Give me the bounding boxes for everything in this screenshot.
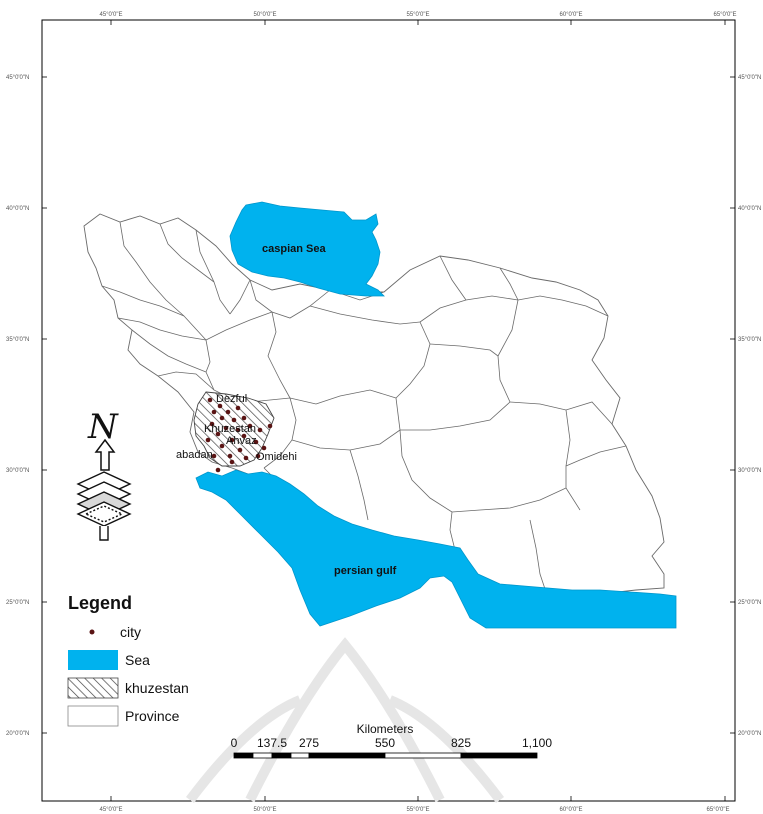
city-label-ahvaz: Ahvaz	[226, 435, 257, 447]
lon-label-bottom: 50°0'0"E	[253, 807, 276, 813]
lat-label-left: 30°0'0"N	[6, 468, 29, 474]
legend-label-khuzestan: khuzestan	[125, 680, 189, 696]
lon-label-top: 45°0'0"E	[99, 12, 122, 18]
city-label-abadan: abadan	[176, 449, 213, 461]
legend-sea-symbol	[68, 650, 118, 670]
lat-label-left: 40°0'0"N	[6, 206, 29, 212]
caspian-sea-label: caspian Sea	[262, 243, 326, 255]
lon-label-top: 60°0'0"E	[559, 12, 582, 18]
lat-label-left: 25°0'0"N	[6, 600, 29, 606]
legend-city-symbol	[89, 629, 95, 635]
persian-gulf-label: persian gulf	[334, 565, 397, 577]
lat-label-right: 25°0'0"N	[738, 600, 761, 606]
north-arrow: N	[76, 407, 132, 541]
legend-title: Legend	[68, 593, 132, 613]
scale-tick-label: 275	[299, 736, 319, 750]
lon-label-top: 65°0'0"E	[713, 12, 736, 18]
caspian-sea	[229, 201, 385, 297]
lat-label-right: 20°0'0"N	[738, 731, 761, 737]
province-boundaries	[101, 221, 627, 593]
lon-label-top: 55°0'0"E	[406, 12, 429, 18]
lon-label-bottom: 45°0'0"E	[99, 807, 122, 813]
legend-label-city: city	[120, 624, 141, 640]
lat-label-left: 45°0'0"N	[6, 75, 29, 81]
scale-tick-label: 0	[231, 736, 238, 750]
city-dots	[205, 397, 273, 473]
lon-label-bottom: 60°0'0"E	[559, 807, 582, 813]
scale-tick-label: 137.5	[257, 736, 287, 750]
scale-tick-label: 825	[451, 736, 471, 750]
north-arrow-shape	[94, 438, 116, 471]
legend-province-symbol	[67, 705, 119, 727]
persian-gulf	[195, 469, 677, 629]
lon-label-bottom: 65°0'0"E	[706, 807, 729, 813]
lat-label-right: 45°0'0"N	[738, 75, 761, 81]
city-label-dezful: Dezful	[216, 393, 247, 405]
legend-label-sea: Sea	[125, 652, 150, 668]
lat-label-left: 35°0'0"N	[6, 337, 29, 343]
watermark	[186, 637, 504, 804]
layers-icon	[76, 471, 132, 541]
scale-unit-label: Kilometers	[357, 722, 414, 736]
lat-label-left: 20°0'0"N	[6, 731, 29, 737]
legend-label-province: Province	[125, 708, 180, 724]
legend-khuzestan-symbol	[67, 677, 119, 699]
lat-label-right: 35°0'0"N	[738, 337, 761, 343]
city-label-omidehi: Omidehi	[256, 451, 297, 463]
lat-label-right: 30°0'0"N	[738, 468, 761, 474]
country-outline	[83, 213, 665, 595]
scale-tick-label: 550	[375, 736, 395, 750]
lon-label-bottom: 55°0'0"E	[406, 807, 429, 813]
city-label-khuzestan: Khuzestan	[204, 423, 256, 435]
graticule-ticks	[42, 20, 735, 801]
lat-label-right: 40°0'0"N	[738, 206, 761, 212]
scale-tick-label: 1,100	[522, 736, 552, 750]
north-letter: N	[87, 407, 119, 447]
lon-label-top: 50°0'0"E	[253, 12, 276, 18]
scale-bar	[233, 752, 538, 759]
